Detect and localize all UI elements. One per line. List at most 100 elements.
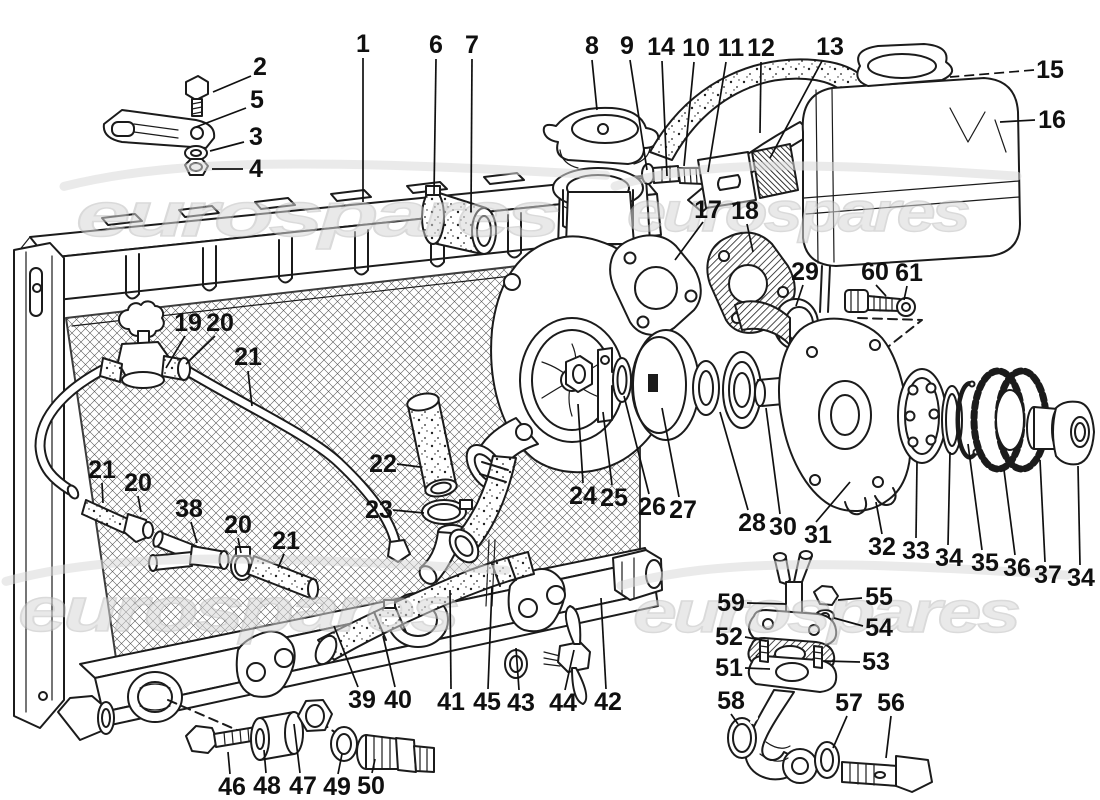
radiator-drain-plug — [57, 695, 115, 741]
callout-12: 12 — [747, 34, 775, 134]
bolt-46 — [185, 725, 259, 754]
hose-clamp-23 — [421, 499, 473, 525]
outlet-pipe-assembly — [727, 550, 933, 793]
callout-number: 52 — [715, 623, 743, 651]
callout-leader-line — [795, 284, 804, 307]
pump-bolt-washer — [896, 297, 916, 317]
lower-hose-group — [314, 455, 535, 666]
sensor-50 — [356, 734, 435, 773]
callout-leader-line — [875, 284, 887, 297]
callout-leader-line — [165, 335, 186, 369]
watermark-text: eurospares — [18, 576, 458, 645]
callout-leader-line — [903, 285, 908, 301]
callout-leader-line — [392, 509, 425, 514]
callout-22: 22 — [369, 450, 421, 478]
watermark-text: eurospares — [627, 180, 969, 243]
wing-tap-44 — [543, 605, 591, 705]
mount-bolt — [185, 75, 209, 117]
callout-leader-line — [683, 61, 695, 167]
callout-number: 17 — [694, 196, 722, 224]
callout-leader-line — [730, 713, 739, 725]
radiator-inlet-stub — [421, 185, 497, 255]
callout-number: 60 — [861, 258, 889, 286]
radiator-hook-slots — [125, 212, 522, 300]
callout-49: 49 — [323, 753, 351, 800]
callout-leader-line — [661, 407, 680, 498]
callout-number: 32 — [868, 533, 896, 561]
radiator-mount-tabs — [235, 568, 566, 698]
callout-26: 26 — [623, 395, 666, 521]
callout-number: 10 — [682, 34, 710, 62]
callout-leader-line — [746, 223, 754, 253]
callout-34: 34 — [1067, 465, 1095, 592]
outlet-pipe — [744, 689, 818, 784]
callout-leader-line — [591, 59, 598, 111]
callout-37: 37 — [1034, 459, 1062, 589]
impeller-nut — [565, 355, 593, 393]
callout-leader-line — [915, 461, 918, 539]
callout-15: 15 — [949, 56, 1064, 84]
callout-61: 61 — [895, 259, 923, 301]
watermark-2: eurospares — [1, 554, 511, 646]
callout-number: 2 — [253, 53, 267, 81]
callout-number: 54 — [865, 614, 893, 642]
callout-20: 20 — [185, 309, 234, 365]
drain-tap-group — [504, 605, 591, 705]
callout-leader-line — [564, 649, 575, 691]
callout-leader-line — [833, 617, 864, 627]
water-pump-group — [465, 191, 1095, 516]
callout-leader-line — [999, 119, 1036, 123]
expansion-tank-group — [649, 43, 1021, 313]
callout-51: 51 — [715, 654, 771, 682]
callout-number: 56 — [877, 689, 905, 717]
callout-number: 42 — [594, 688, 622, 716]
callout-leader-line — [470, 58, 473, 213]
callout-20: 20 — [124, 469, 152, 513]
washer-57 — [814, 741, 840, 779]
watermark-swoosh — [1, 554, 511, 586]
watermark-0: eurospares — [59, 159, 611, 251]
callout-number: 39 — [348, 686, 376, 714]
callout-leader-line — [515, 647, 520, 691]
stud-53 — [813, 645, 823, 669]
callout-number: 27 — [669, 496, 697, 524]
tank-bracket — [751, 143, 799, 199]
callout-leader-line — [337, 753, 343, 775]
lower-hose — [317, 551, 535, 661]
callout-17: 17 — [674, 196, 722, 261]
callout-leader-line — [661, 60, 668, 177]
callout-13: 13 — [769, 33, 844, 159]
upper-flange — [748, 609, 838, 647]
callout-number: 58 — [717, 687, 745, 715]
callout-number: 26 — [638, 493, 666, 521]
radiator-outlet-boss — [127, 671, 183, 723]
callout-number: 51 — [715, 654, 743, 682]
callout-50: 50 — [357, 758, 385, 800]
callout-leader-line — [190, 521, 198, 544]
callout-number: 20 — [206, 309, 234, 337]
callout-number: 24 — [569, 482, 597, 510]
callout-52: 52 — [715, 623, 767, 651]
callout-number: 57 — [835, 689, 863, 717]
lower-flange-51 — [747, 639, 838, 693]
callout-leader-line — [371, 758, 376, 774]
callout-leader-line — [623, 395, 650, 495]
callout-number: 11 — [718, 34, 745, 62]
callout-41: 41 — [437, 589, 465, 716]
callout-1: 1 — [356, 30, 370, 202]
callout-60: 60 — [861, 258, 889, 297]
callout-16: 16 — [999, 106, 1066, 134]
callout-leader-line — [832, 715, 848, 749]
pump-flange — [609, 234, 702, 336]
callout-38: 38 — [175, 495, 203, 544]
callout-leader-line — [247, 370, 253, 407]
callout-number: 34 — [935, 544, 963, 572]
callout-34: 34 — [935, 451, 963, 572]
callout-57: 57 — [832, 689, 863, 749]
callout-number: 46 — [218, 773, 246, 800]
callout-leader-line — [602, 411, 613, 486]
callout-39: 39 — [333, 625, 376, 714]
callout-leader-line — [185, 335, 216, 365]
callout-leader-line — [815, 481, 851, 523]
callout-10: 10 — [682, 34, 710, 167]
